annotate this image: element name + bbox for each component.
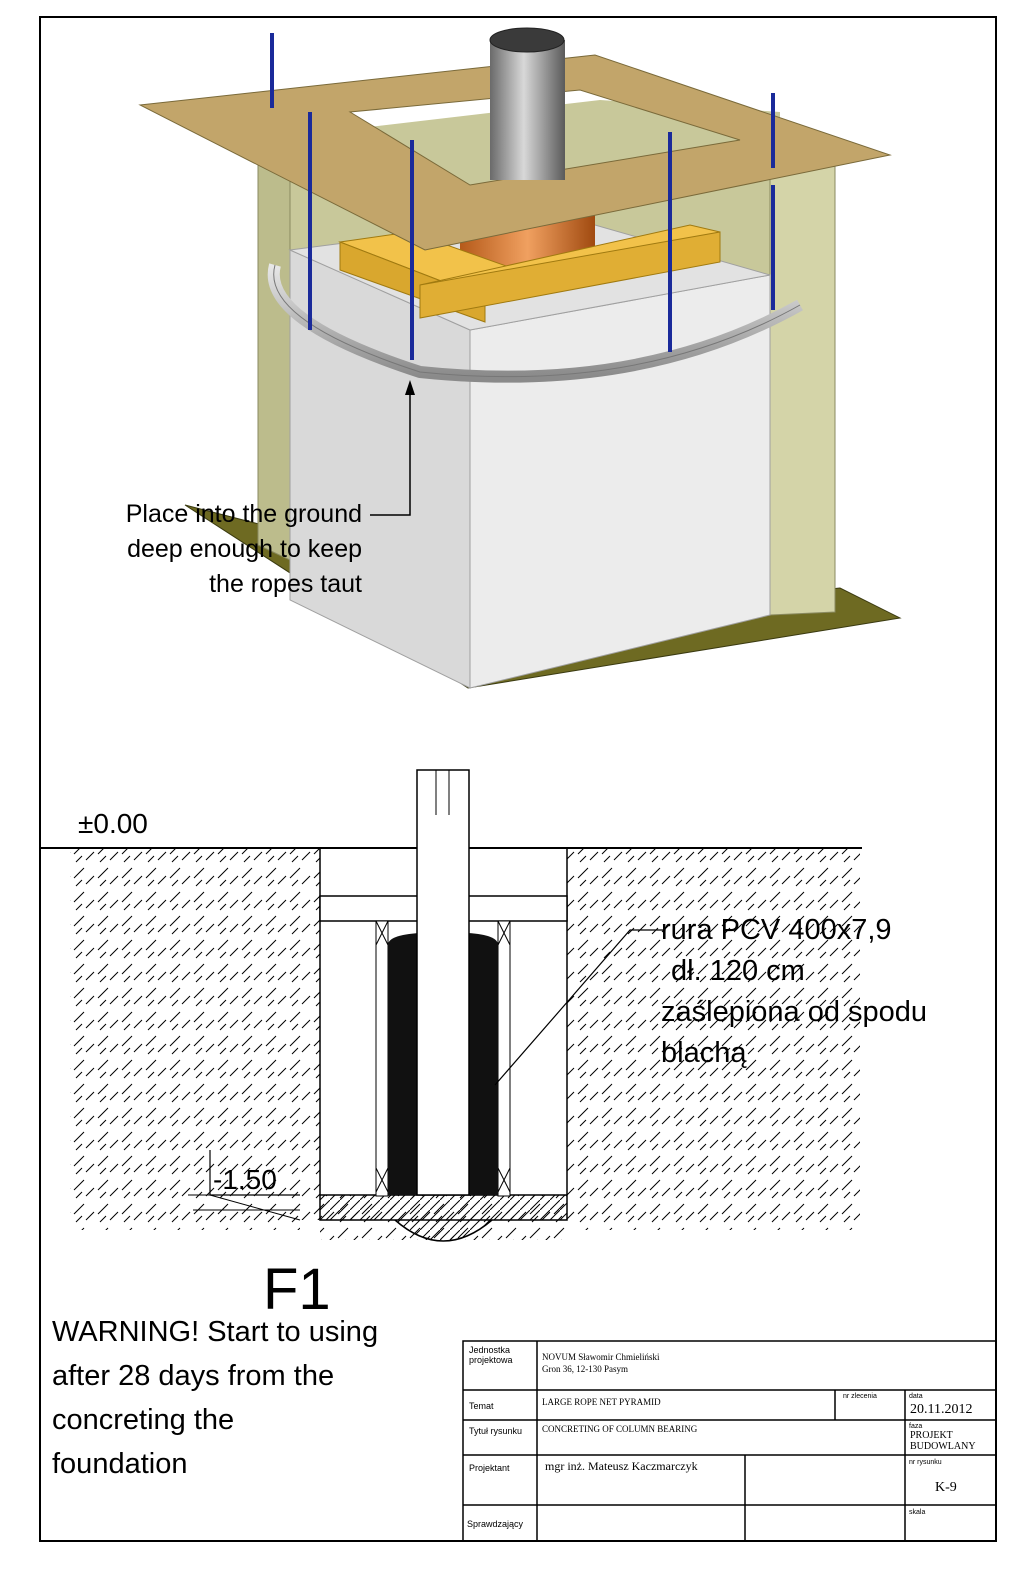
timber-cross-mark (497, 1167, 511, 1193)
tb-number-label: nr zlecenia (843, 1393, 877, 1400)
steel-pipe-top (489, 27, 565, 53)
tb-unit-name: NOVUM Sławomir Chmieliński (542, 1352, 660, 1362)
warning-line: after 28 days from the (52, 1360, 335, 1392)
tb-scale-label: skala (909, 1509, 926, 1516)
foundation-bulge (394, 1219, 493, 1242)
tb-designer-label: Projektant (469, 1463, 510, 1473)
warning-note: WARNING! Start to using after 28 days fr… (52, 1310, 378, 1486)
tb-phase: PROJEKT BUDOWLANY (910, 1430, 976, 1452)
title-block-border (462, 1340, 997, 1542)
tb-subject: LARGE ROPE NET PYRAMID (542, 1397, 661, 1407)
timber-cross-marks (375, 920, 511, 1193)
pipe-note-line: rura PCV 400x7,9 (661, 914, 892, 946)
pvc-pipe-wall-left (388, 933, 420, 1195)
anchor-ring-edge (273, 264, 801, 378)
warning-line: concreting the (52, 1404, 235, 1436)
callout-leader (370, 385, 411, 516)
callout-line: the ropes taut (209, 570, 362, 598)
pipe-note-line: dł. 120 cm (671, 955, 805, 987)
pipe-note: rura PCV 400x7,9 dł. 120 cm zaślepiona o… (661, 910, 927, 1074)
tb-designer: mgr inż. Mateusz Kaczmarczyk (545, 1459, 698, 1473)
tb-drawing-no-label: nr rysunku (909, 1459, 942, 1466)
formwork-board-right (497, 920, 511, 1197)
steel-pipe (490, 40, 565, 180)
formwork-board-left (375, 920, 389, 1197)
level-bottom-label: -1.50 (213, 1164, 277, 1195)
timber-beam-2-side (419, 231, 721, 319)
tb-unit-label: Jednostka projektowa (469, 1345, 513, 1365)
callout-line: Place into the ground (125, 500, 362, 528)
anchor-rods (270, 33, 775, 360)
perspective-view (138, 27, 902, 689)
timber-cross-mark (375, 1167, 389, 1193)
timber-cross-mark (375, 920, 389, 946)
tb-date: 20.11.2012 (910, 1402, 973, 1417)
callout-arrowhead (405, 380, 415, 395)
soil-right (567, 848, 860, 1230)
soil-left (70, 848, 320, 1230)
tb-unit-address: Gron 36, 12-130 Pasym (542, 1364, 628, 1374)
pipe-note-line: blachą (661, 1037, 747, 1069)
tb-drawing-no: K-9 (935, 1480, 957, 1495)
warning-line: WARNING! Start to using (52, 1316, 379, 1348)
pipe-note-line: zaślepiona od spodu (661, 996, 928, 1028)
callout-line: deep enough to keep (127, 535, 362, 563)
steel-column (416, 769, 470, 1196)
section-view (40, 769, 862, 1242)
tb-title-label: Tytuł rysunku (469, 1426, 523, 1436)
tb-subject-label: Temat (469, 1401, 494, 1411)
warning-line: foundation (52, 1448, 188, 1480)
section-label: F1 (263, 1257, 331, 1322)
tb-phase-label: faza (909, 1423, 923, 1430)
foundation-slab (319, 1194, 568, 1221)
title-block-frame (462, 1340, 997, 1542)
pvc-pipe-wall-right (468, 933, 498, 1195)
tb-checker-label: Sprawdzający (467, 1519, 524, 1529)
level-marker-tick (188, 1194, 301, 1221)
formwork-right-wall (769, 139, 836, 616)
tb-title: CONCRETING OF COLUMN BEARING (542, 1424, 698, 1434)
timber-cross-mark (497, 920, 511, 946)
pipe-note-leader (494, 929, 665, 1086)
tb-date-label: data (909, 1393, 923, 1400)
level-top-label: ±0.00 (78, 808, 148, 839)
callout-note: Place into the ground deep enough to kee… (82, 497, 362, 602)
